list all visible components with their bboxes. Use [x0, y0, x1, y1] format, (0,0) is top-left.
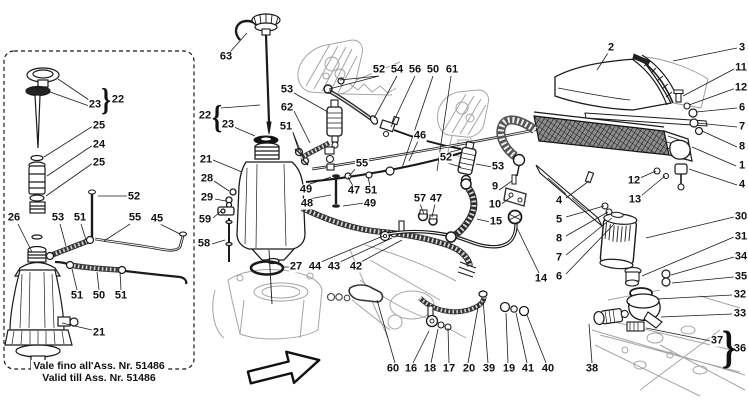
leader-lines [17, 32, 738, 364]
oil-filter-assembly [593, 211, 671, 332]
center-oil-tank [217, 142, 310, 305]
cooler-fasteners [584, 89, 704, 227]
air-intake-scoop [554, 53, 709, 111]
validity-note-line2: Valid till Ass. Nr. 51486 [40, 372, 158, 384]
center-dipstick [234, 13, 281, 145]
center-hoses [299, 77, 546, 331]
direction-arrow [246, 350, 321, 385]
validity-note-line1: Vale fino all'Ass. Nr. 51486 [31, 360, 167, 372]
inset-filler-cap-assembly [25, 67, 60, 214]
oil-cooler [496, 111, 708, 227]
validity-note: Vale fino all'Ass. Nr. 51486 Valid till … [8, 360, 190, 384]
inset-oil-tank [4, 234, 79, 372]
inset-hoses [45, 189, 188, 285]
